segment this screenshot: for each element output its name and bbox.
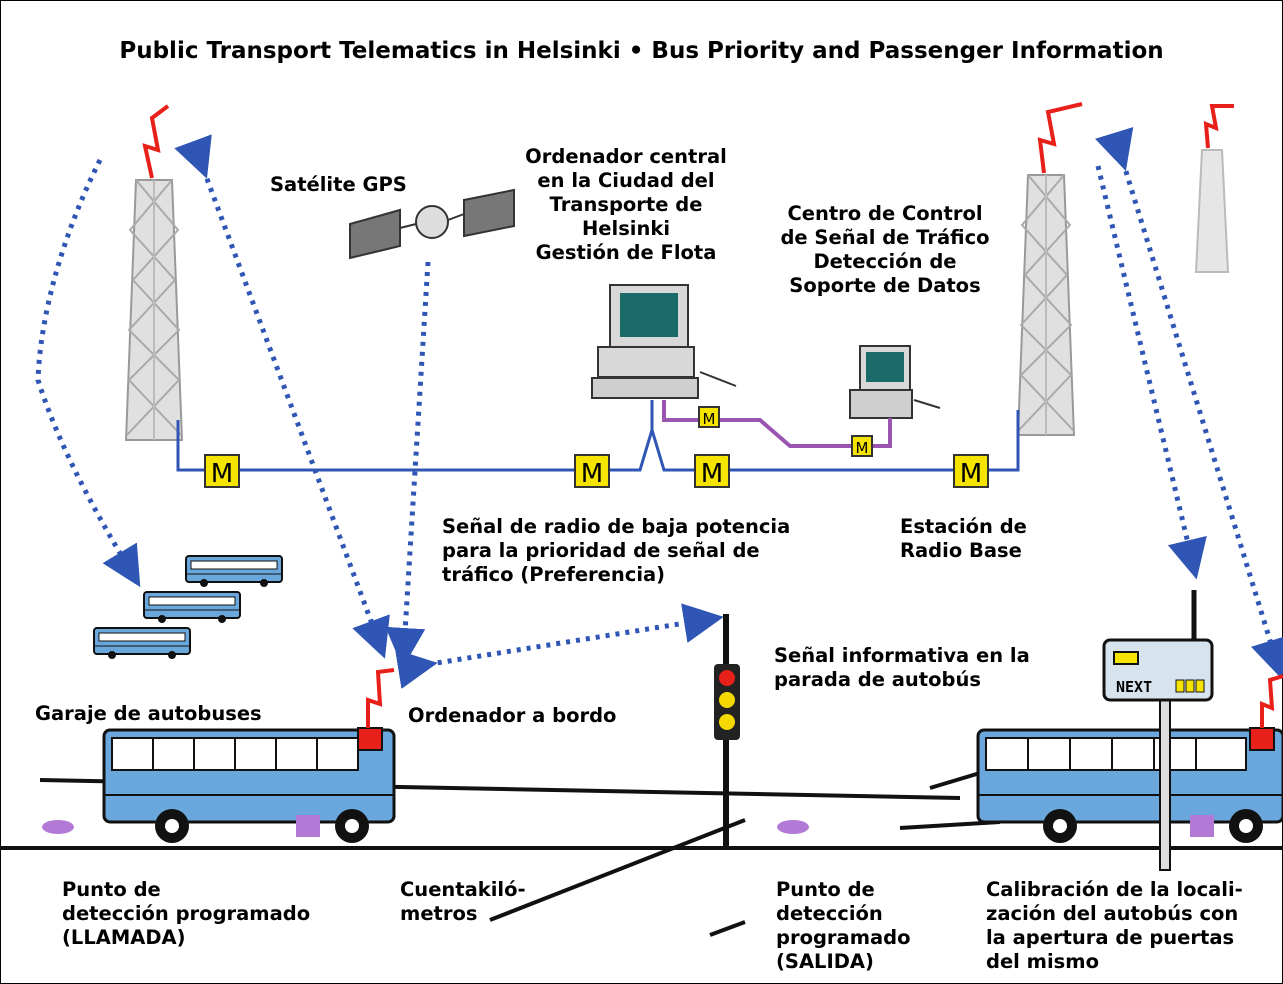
label-line: detección programado xyxy=(62,902,311,925)
garage-bus-3 xyxy=(93,627,191,660)
label-line: programado xyxy=(776,926,911,949)
bus-main xyxy=(102,727,396,843)
label-gps-satellite: Satélite GPS xyxy=(270,173,407,196)
radio-tower-right xyxy=(1017,174,1075,436)
bus-right xyxy=(976,727,1283,843)
label-line: Señal informativa en la xyxy=(774,644,1030,667)
antenna-bolt-left xyxy=(142,104,170,179)
label-line: Ordenador central xyxy=(525,145,727,168)
svg-text:M: M xyxy=(703,410,716,428)
label-line: zación del autobús con xyxy=(986,902,1239,925)
antenna-bolt-right xyxy=(1037,102,1083,174)
modem-3: M xyxy=(694,454,730,489)
modem-small-2: M xyxy=(851,435,873,457)
radio-tower-left xyxy=(125,179,183,441)
detector-call xyxy=(42,820,74,834)
svg-text:M: M xyxy=(211,459,233,489)
label-line: la apertura de puertas xyxy=(986,926,1235,949)
svg-text:M: M xyxy=(701,459,723,489)
label-line: Radio Base xyxy=(900,539,1022,562)
right-bus-antenna-bolt xyxy=(1260,674,1283,728)
label-line: en la Ciudad del xyxy=(537,169,715,192)
radio-tower-far-right xyxy=(1194,149,1230,273)
label-line: Cuentakiló- xyxy=(400,878,526,901)
garage-bus-1 xyxy=(185,555,283,588)
label-line: Helsinki xyxy=(581,217,671,240)
label-door-calibration: Calibración de la locali-zación del auto… xyxy=(986,878,1243,974)
bus-stop-sign: NEXT xyxy=(1102,590,1214,871)
label-line: detección xyxy=(776,902,883,925)
label-line: Calibración de la locali- xyxy=(986,878,1243,901)
label-line: Detección de xyxy=(813,250,957,273)
gps-satellite xyxy=(349,188,515,260)
traffic-light xyxy=(714,614,740,846)
label-line: del mismo xyxy=(986,950,1099,973)
label-line: Soporte de Datos xyxy=(789,274,981,297)
label-line: parada de autobús xyxy=(774,668,981,691)
label-line: metros xyxy=(400,902,478,925)
modem-1: M xyxy=(204,454,240,489)
label-onboard-computer: Ordenador a bordo xyxy=(408,704,617,727)
diagram-title: Public Transport Telematics in Helsinki … xyxy=(119,38,1164,64)
modem-2: M xyxy=(574,454,610,489)
detector-exit xyxy=(777,820,809,834)
label-line: tráfico (Preferencia) xyxy=(442,563,666,586)
data-link-cable xyxy=(662,400,892,448)
svg-text:M: M xyxy=(581,459,603,489)
label-line: Transporte de xyxy=(549,193,703,216)
garage-bus-2 xyxy=(143,591,241,624)
label-line: (LLAMADA) xyxy=(62,926,186,949)
onboard-antenna-bolt xyxy=(366,668,395,728)
svg-text:M: M xyxy=(960,459,982,489)
modem-4: M xyxy=(953,454,989,489)
label-line: para la prioridad de señal de xyxy=(442,539,760,562)
central-computer xyxy=(591,284,737,399)
label-line: Centro de Control xyxy=(787,202,983,225)
antenna-bolt-far-right xyxy=(1203,104,1234,149)
label-line: Gestión de Flota xyxy=(535,241,717,264)
svg-text:NEXT: NEXT xyxy=(1116,678,1152,696)
traffic-control-computer xyxy=(849,345,941,419)
label-odometer: Cuentakiló-metros xyxy=(400,878,526,926)
modem-small-1: M xyxy=(698,406,720,428)
label-line: (SALIDA) xyxy=(776,950,874,973)
radio-links xyxy=(35,127,1283,689)
label-line: Punto de xyxy=(776,878,875,901)
svg-text:M: M xyxy=(856,439,869,457)
label-line: Señal de radio de baja potencia xyxy=(442,515,791,538)
label-bus-garage: Garaje de autobuses xyxy=(35,702,262,725)
label-line: de Señal de Tráfico xyxy=(780,226,990,249)
label-line: Punto de xyxy=(62,878,161,901)
label-line: Estación de xyxy=(900,515,1027,538)
